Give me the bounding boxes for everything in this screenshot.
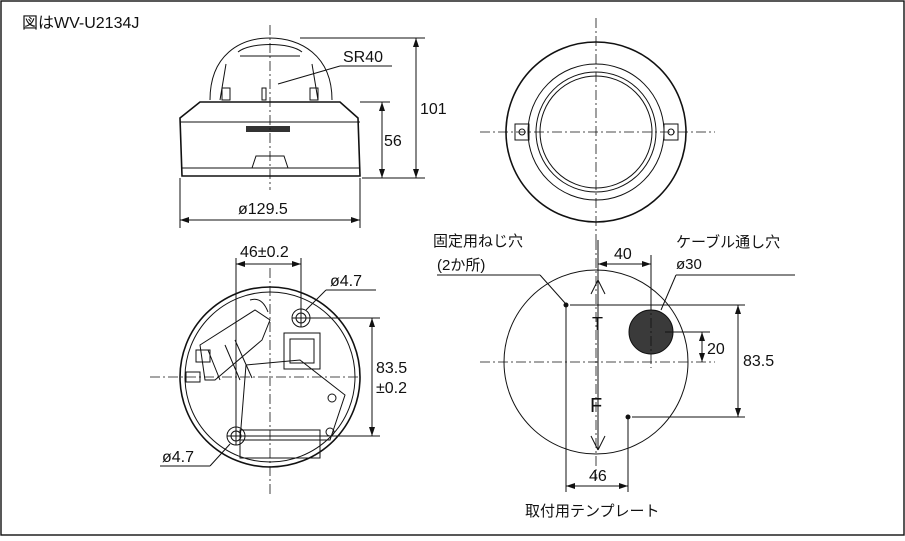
cable-hole-label: ケーブル通し穴: [676, 233, 780, 251]
cable-hole-dia: ø30: [676, 256, 702, 273]
template-caption: 取付用テンプレート: [525, 503, 660, 520]
template-height-label: 83.5: [743, 353, 774, 370]
radius-label: SR40: [343, 49, 383, 66]
offset-y-label: 20: [707, 341, 725, 358]
bottom-height-line2: ±0.2: [376, 380, 407, 397]
side-view: SR40 101 56 ø129.5: [179, 25, 447, 228]
top-screw-right: [663, 123, 679, 141]
top-screw-left: [514, 123, 530, 141]
body-height-label: 56: [384, 133, 402, 150]
bottom-height-line1: 83.5: [376, 360, 407, 377]
diameter-label: ø129.5: [238, 201, 288, 218]
side-body: [179, 101, 361, 177]
bottom-lens-block: [283, 332, 321, 370]
hole-pitch-label: 46±0.2: [240, 244, 289, 261]
figure-title: 図はWV-U2134J: [22, 15, 139, 32]
fix-hole-label-line1: 固定用ねじ穴: [433, 233, 523, 250]
side-logo: [246, 126, 290, 132]
fix-hole-label-line2: (2か所): [437, 257, 485, 274]
mark-bottom: F: [590, 395, 602, 417]
hole-dia-top-label: ø4.7: [330, 273, 362, 290]
hole-dia-bottom-label: ø4.7: [162, 449, 194, 466]
template-view: T F 固定用ねじ穴 (2か所) 40 ケーブル通し穴 ø30 20 83.5: [433, 233, 795, 520]
bottom-view: 46±0.2 ø4.7 ø4.7 83.5 ±0.2: [150, 244, 407, 495]
mark-top: T: [592, 314, 603, 334]
offset-x-label: 40: [614, 246, 632, 263]
total-height-label: 101: [420, 101, 447, 118]
top-view: [480, 18, 715, 240]
template-width-label: 46: [589, 468, 607, 485]
